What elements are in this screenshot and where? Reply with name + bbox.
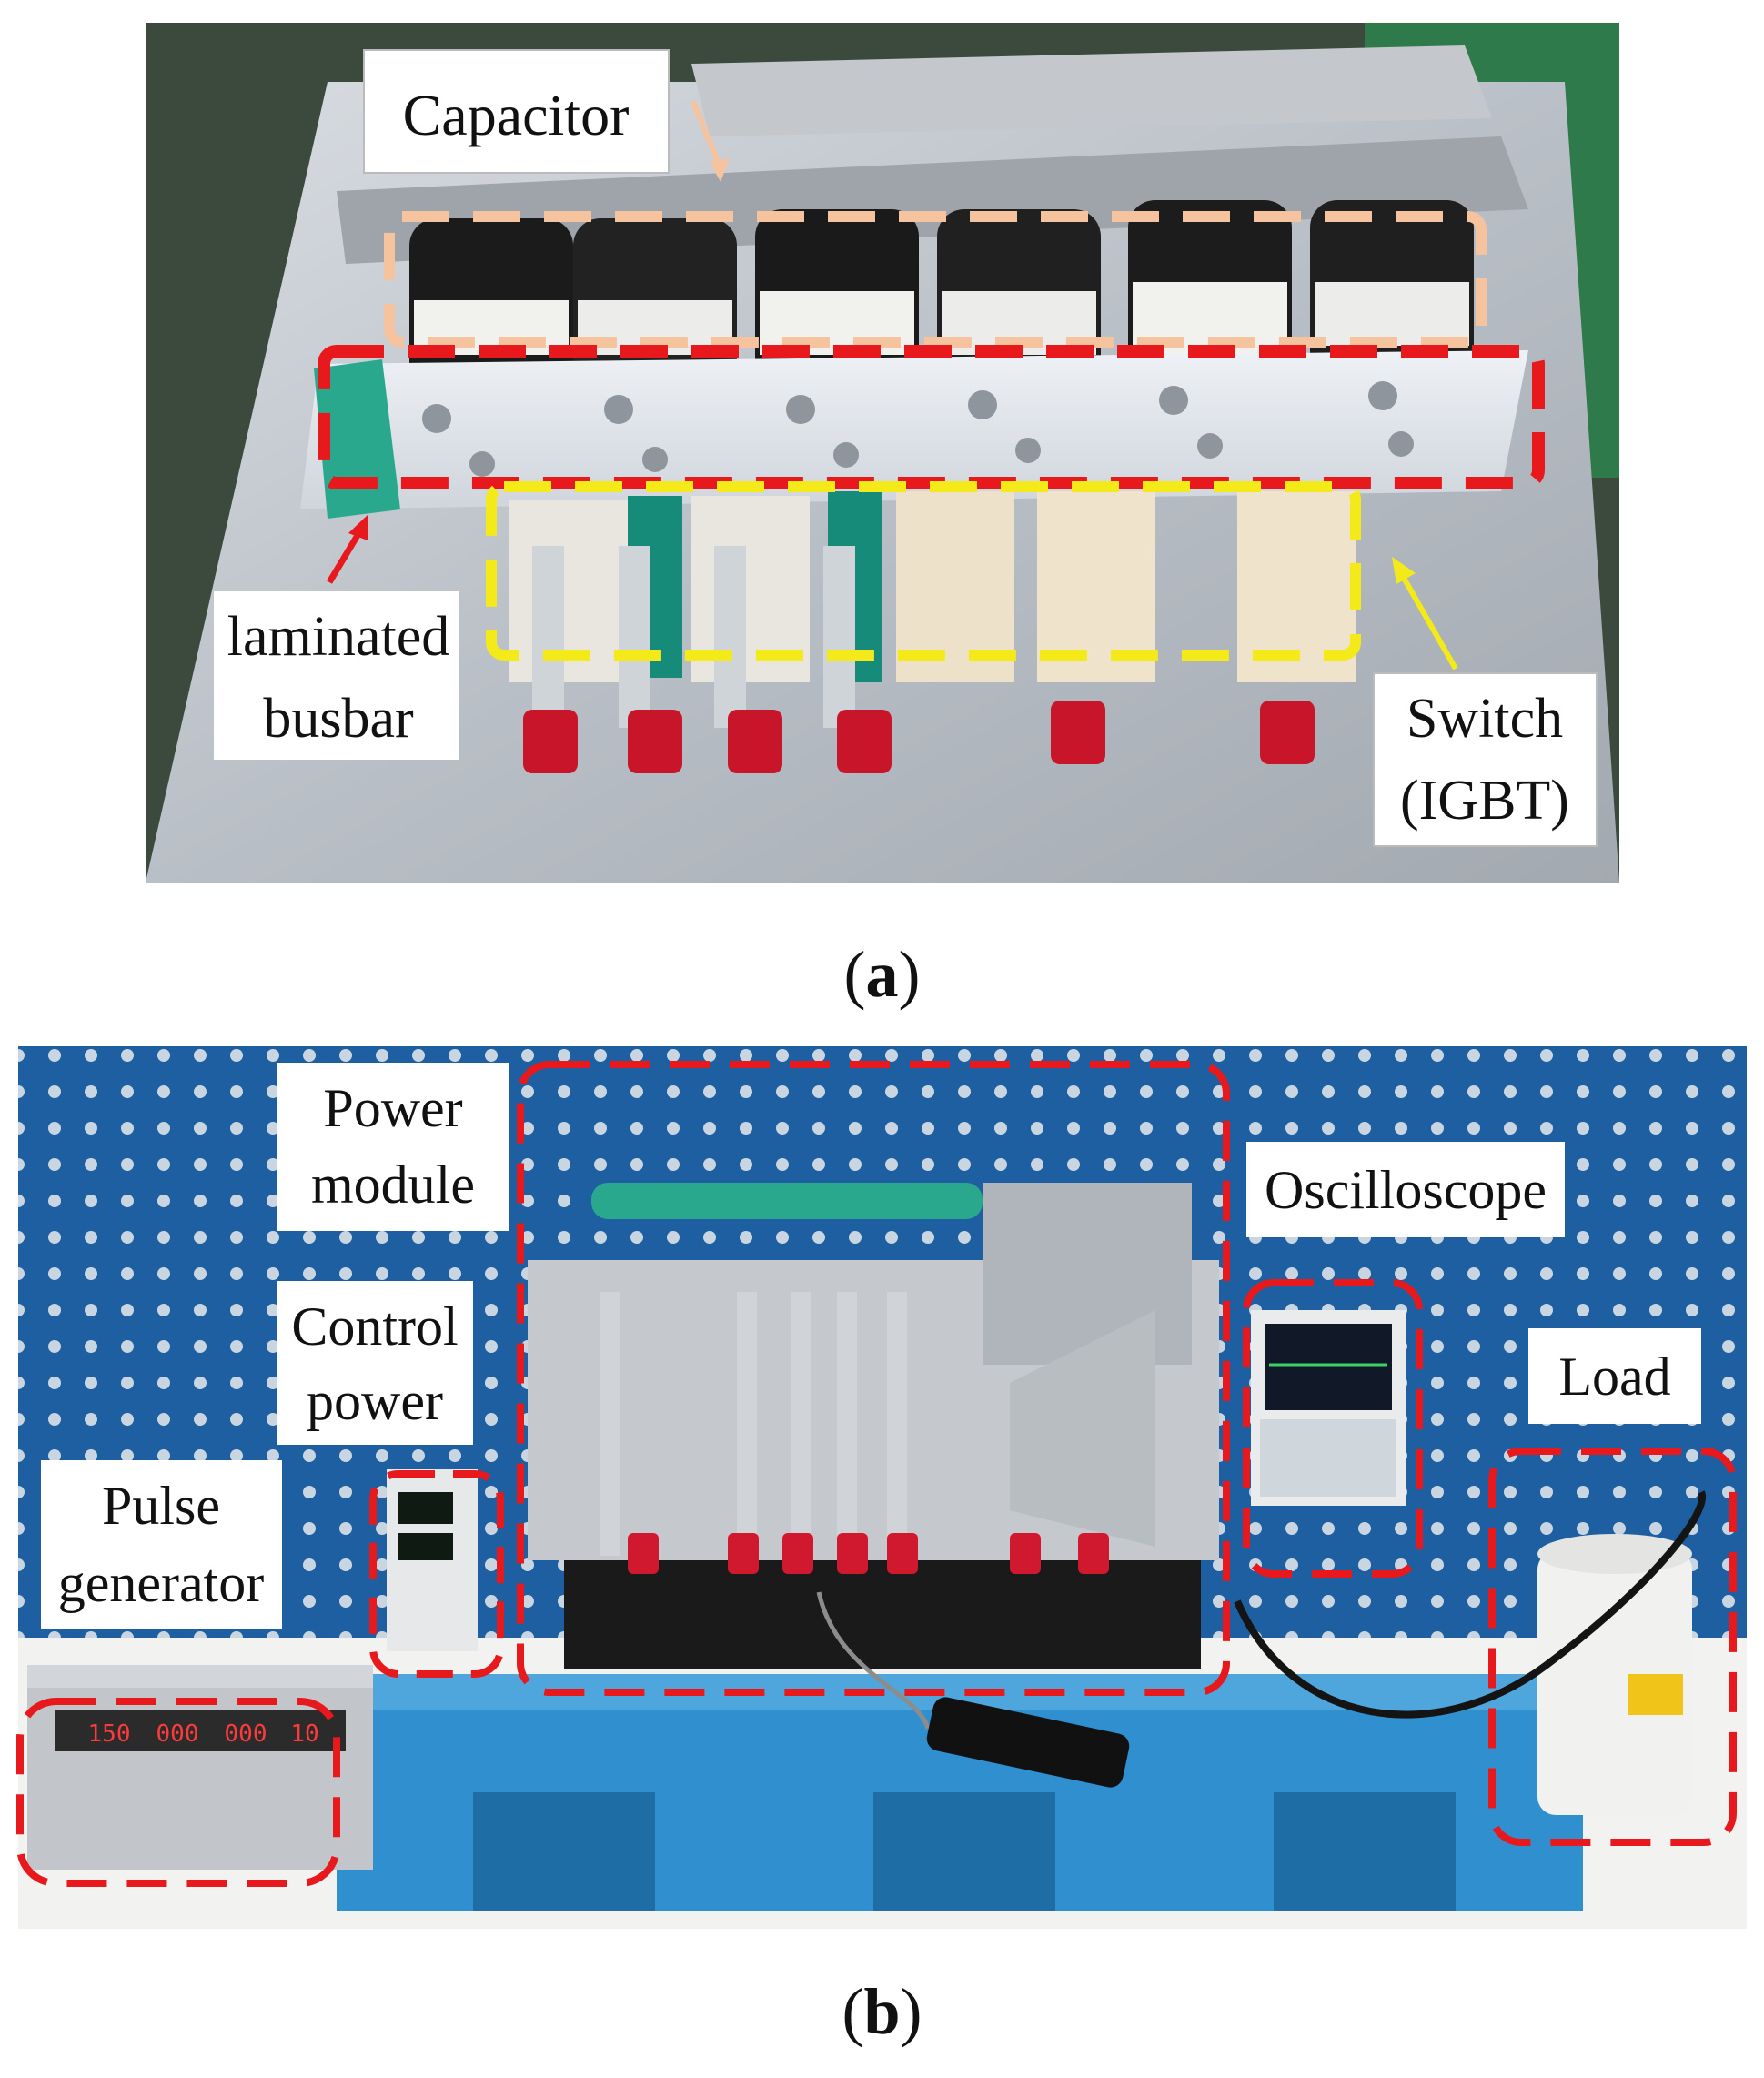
label-control-line1: Control [291,1296,458,1357]
label-laminated-line2: busbar [263,688,414,750]
load-box [1488,1448,1737,1846]
caption-b: (b) [842,1975,922,2048]
pulse-display-3: 000 [225,1720,267,1748]
caption-b-letter: b [863,1975,901,2048]
capacitor-highlight-box [384,211,1487,348]
oscilloscope-box [1243,1279,1423,1578]
label-capacitor: Capacitor [403,83,630,147]
label-switch-line1: Switch [1406,688,1563,750]
label-laminated-line1: laminated [227,606,449,668]
panel-b-photo: 150 000 000 10 Power module Oscilloscope… [16,1046,1747,1929]
oscilloscope-device [1251,1310,1406,1506]
pulse-display-2: 000 [156,1720,199,1748]
pulse-generator-box [16,1698,340,1887]
control-power-box [369,1470,504,1678]
pulse-display-1: 150 [88,1720,131,1748]
label-oscilloscope: Oscilloscope [1265,1160,1547,1220]
label-control-line2: power [307,1371,443,1431]
panel-a-photo: Capacitor laminated busbar Switch (IGBT) [146,23,1619,883]
power-module [528,1183,1219,1669]
label-power-line2: module [311,1155,475,1215]
switch-highlight-box [486,481,1361,661]
label-pulse-line1: Pulse [102,1476,220,1536]
label-power-line1: Power [323,1078,462,1138]
caption-a: (a) [843,938,921,1011]
pulse-generator-device [27,1665,373,1870]
load-device [1537,1534,1692,1815]
label-pulse-line2: generator [58,1553,265,1613]
caption-a-letter: a [865,938,899,1011]
label-load: Load [1558,1347,1670,1407]
pulse-display-4: 10 [290,1720,318,1748]
power-module-box [517,1061,1230,1696]
control-power-device [387,1469,478,1651]
label-switch-line2: (IGBT) [1400,770,1569,832]
